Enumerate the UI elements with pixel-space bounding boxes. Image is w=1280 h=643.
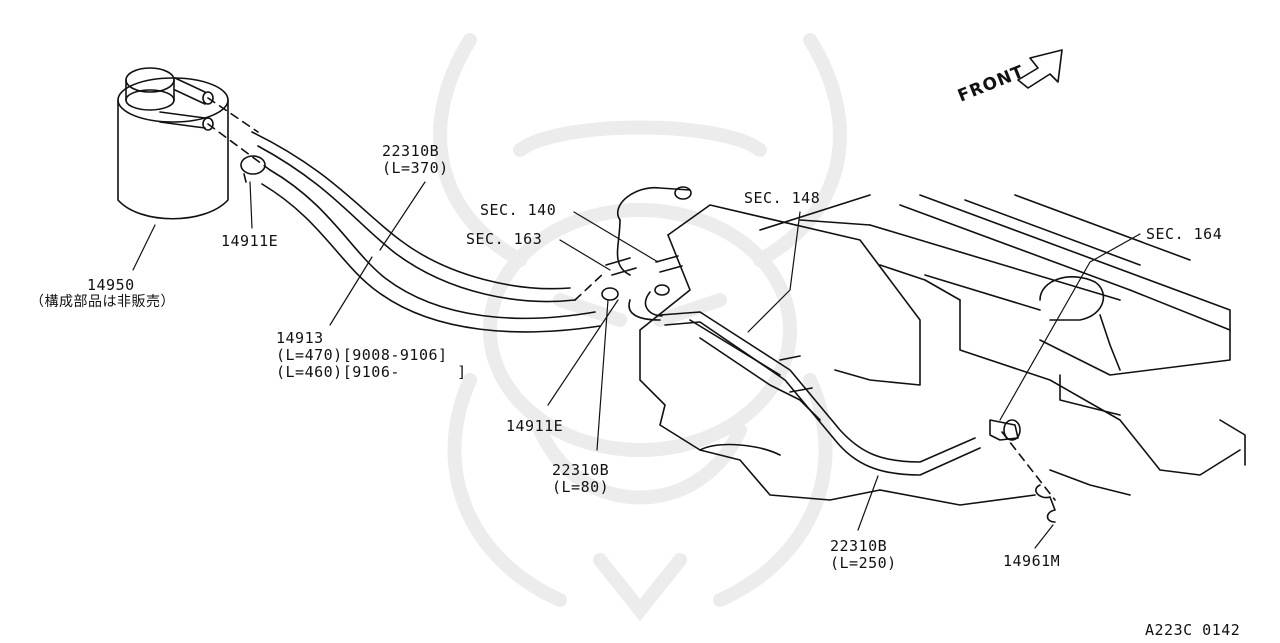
part-length: (L=80) — [552, 478, 610, 496]
alignment-lines — [207, 97, 1056, 501]
part-label-22310b-370: 22310B (L=370) — [382, 143, 449, 177]
bracket-14961m — [1035, 484, 1056, 523]
section-label-sec148: SEC. 148 — [744, 189, 821, 207]
figure-code: A223C 0142 — [1145, 621, 1241, 639]
part-number: 22310B — [552, 461, 610, 479]
leader-lines — [132, 181, 1141, 549]
part-number: 22310B — [830, 537, 888, 555]
engine-block — [639, 194, 1246, 506]
part-label-14950: 14950 — [87, 276, 135, 294]
part-number: 22310B — [382, 142, 440, 160]
part-label-22310b-80: 22310B (L=80) — [552, 462, 609, 496]
cam-cover — [919, 194, 1231, 376]
section-label-sec140: SEC. 140 — [480, 201, 557, 219]
hose-22310b-370 — [251, 131, 576, 303]
intake-assembly — [601, 186, 692, 321]
part-label-14911e-a: 14911E — [221, 232, 279, 250]
part-label-14913: 14913 (L=470)[9008-9106] (L=460)[9106- ] — [276, 330, 467, 381]
watermark-emblem — [433, 33, 847, 622]
front-arrow-icon — [1017, 49, 1063, 89]
part-note-14950: （構成部品は非販売） — [30, 294, 175, 310]
part-spec-1: (L=470)[9008-9106] — [276, 346, 448, 364]
part-label-14911e-b: 14911E — [506, 417, 564, 435]
part-length: (L=370) — [382, 159, 449, 177]
hose-14913 — [261, 169, 601, 333]
section-label-sec163: SEC. 163 — [466, 230, 543, 248]
part-length: (L=250) — [830, 554, 897, 572]
part-label-22310b-250: 22310B (L=250) — [830, 538, 897, 572]
clip-14911e-a — [240, 155, 266, 183]
part-number: 14913 — [276, 329, 324, 347]
manifold-tube — [659, 311, 981, 476]
part-label-14961m: 14961M — [1003, 552, 1061, 570]
section-label-sec164: SEC. 164 — [1146, 225, 1223, 243]
canister-14950 — [117, 67, 229, 220]
part-spec-2: (L=460)[9106- ] — [276, 363, 467, 381]
